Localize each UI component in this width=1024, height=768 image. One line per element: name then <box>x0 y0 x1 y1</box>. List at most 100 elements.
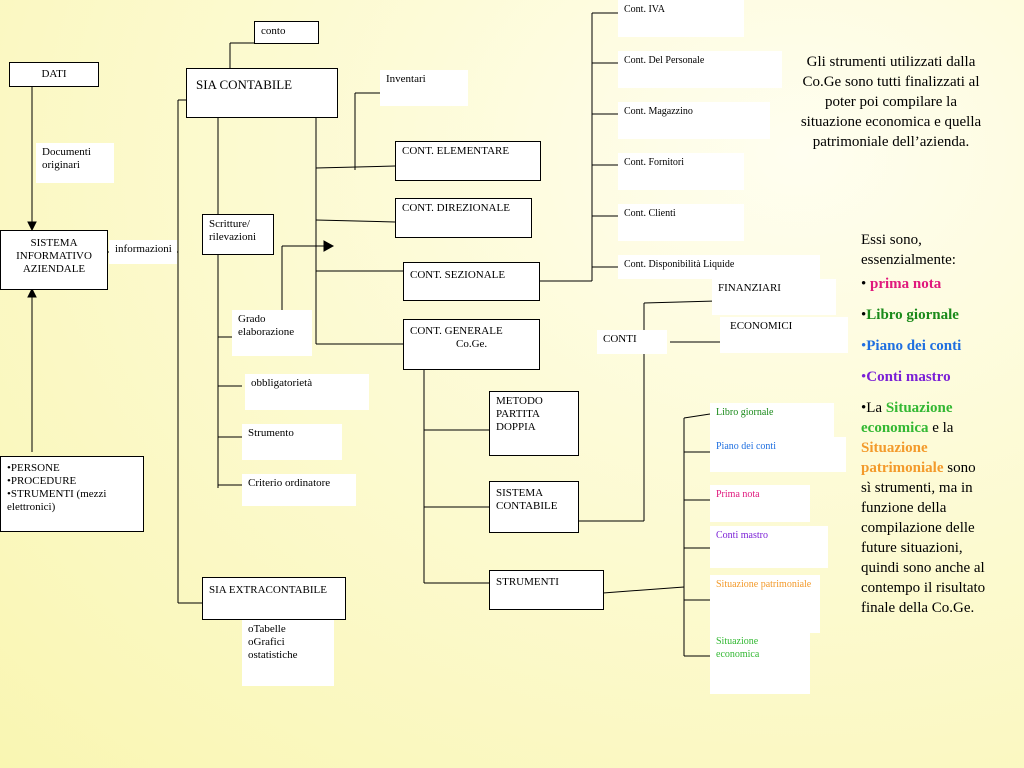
cont-iva-box: Cont. IVA <box>618 0 744 37</box>
conti-label: CONTI <box>603 333 637 345</box>
cont-fornitori-label: Cont. Fornitori <box>624 157 685 168</box>
list-item-libro-giornale: •Libro giornale <box>861 305 989 325</box>
informazioni-box: informazioni <box>109 240 177 264</box>
prima-nota-label: Prima nota <box>716 489 760 500</box>
list-item-piano-conti: •Piano dei conti <box>861 336 989 356</box>
grado-box: Grado elaborazione <box>232 310 312 356</box>
list-item-conti-mastro: •Conti mastro <box>861 367 989 387</box>
scritture-box: Scritture/ rilevazioni <box>202 214 274 255</box>
economici-label: ECONOMICI <box>730 320 793 332</box>
libro-giornale-label: Libro giornale <box>716 407 774 418</box>
informazioni-label: informazioni <box>115 243 172 255</box>
persone-procedure-box: •PERSONE •PROCEDURE •STRUMENTI (mezzi el… <box>0 456 144 532</box>
obbligatorieta-box: obbligatorietà <box>245 374 369 410</box>
situazioni-post: sono sì strumenti, ma in funzione della … <box>861 460 986 616</box>
conti-mastro-box: Conti mastro <box>710 526 828 568</box>
inventari-box: Inventari <box>380 70 468 106</box>
grado-label: Grado elaborazione <box>238 313 295 338</box>
cont-disponibilita-box: Cont. Disponibilità Liquide <box>618 255 820 279</box>
procedure-item: •PROCEDURE <box>7 475 77 487</box>
persone-item: •PERSONE <box>7 462 60 474</box>
bullet: • <box>861 338 867 354</box>
documenti-label: Documenti originari <box>42 146 91 171</box>
cont-direzionale-box: CONT. DIREZIONALE <box>395 198 532 238</box>
piano-conti-label: Piano dei conti <box>716 441 776 452</box>
cont-sezionale-label: CONT. SEZIONALE <box>410 269 506 281</box>
sia-contabile-box: SIA CONTABILE <box>186 68 338 118</box>
situazione-economica-box: Situazione economica <box>710 632 810 694</box>
conti-mastro-label: Conti mastro <box>716 530 768 541</box>
intro-paragraph-text: Gli strumenti utilizzati dalla Co.Ge son… <box>800 54 982 150</box>
piano-conti-text: Piano dei conti <box>866 338 962 354</box>
sistema-informativo-label: SISTEMA INFORMATIVO AZIENDALE <box>16 237 92 275</box>
situazione-patrimoniale-label: Situazione patrimoniale <box>716 579 812 590</box>
conti-mastro-text: Conti mastro <box>866 369 951 385</box>
sistema-contabile-box: SISTEMA CONTABILE <box>489 481 579 533</box>
conto-box: conto <box>254 21 319 44</box>
conti-box: CONTI <box>597 330 667 354</box>
piano-conti-box: Piano dei conti <box>710 437 846 472</box>
libro-giornale-text: Libro giornale <box>866 307 959 323</box>
cont-personale-label: Cont. Del Personale <box>624 55 705 66</box>
finanziari-box: FINANZIARI <box>712 279 836 315</box>
list-panel: Essi sono, essenzialmente: • prima nota … <box>861 230 989 618</box>
statistiche-item: ostatistiche <box>248 649 298 661</box>
metodo-box: METODO PARTITA DOPPIA <box>489 391 579 456</box>
economici-box: ECONOMICI <box>720 317 848 353</box>
cont-disponibilita-label: Cont. Disponibilità Liquide <box>624 259 735 270</box>
strumento-box: Strumento <box>242 424 342 460</box>
prima-nota-text: prima nota <box>870 276 942 292</box>
criterio-label: Criterio ordinatore <box>248 477 331 489</box>
scritture-label: Scritture/ rilevazioni <box>209 218 257 243</box>
situazioni-mid: e la <box>928 420 954 436</box>
sia-contabile-label: SIA CONTABILE <box>196 77 293 92</box>
situazione-economica-label: Situazione economica <box>716 636 760 660</box>
strumenti-box-label: STRUMENTI <box>496 576 559 588</box>
cont-elementare-label: CONT. ELEMENTARE <box>402 145 510 157</box>
cont-direzionale-label: CONT. DIREZIONALE <box>402 202 510 214</box>
conto-label: conto <box>261 25 286 37</box>
dati-label: DATI <box>41 68 67 80</box>
bullet: • <box>861 276 871 292</box>
cont-generale-label: CONT. GENERALE <box>410 325 503 337</box>
cont-magazzino-label: Cont. Magazzino <box>624 106 693 117</box>
finanziari-label: FINANZIARI <box>718 282 781 294</box>
libro-giornale-box: Libro giornale <box>710 403 834 437</box>
cont-personale-box: Cont. Del Personale <box>618 51 782 88</box>
bullet: • <box>861 369 867 385</box>
sistema-contabile-label: SISTEMA CONTABILE <box>496 487 558 512</box>
situazioni-pre: •La <box>861 400 886 416</box>
strumenti-item: •STRUMENTI (mezzi elettronici) <box>7 488 107 513</box>
metodo-label: METODO PARTITA DOPPIA <box>496 395 543 433</box>
tabelle-item: oTabelle <box>248 623 286 635</box>
cont-magazzino-box: Cont. Magazzino <box>618 102 770 139</box>
tabelle-box: oTabelle oGrafici ostatistiche <box>242 620 334 686</box>
sistema-informativo-box: SISTEMA INFORMATIVO AZIENDALE <box>0 230 108 290</box>
situazione-patrimoniale-box: Situazione patrimoniale <box>710 575 820 633</box>
cont-elementare-box: CONT. ELEMENTARE <box>395 141 541 181</box>
cont-generale-box: CONT. GENERALE Co.Ge. <box>403 319 540 370</box>
documenti-box: Documenti originari <box>36 143 114 183</box>
grafici-item: oGrafici <box>248 636 285 648</box>
sia-extracontabile-box: SIA EXTRACONTABILE <box>202 577 346 620</box>
cont-iva-label: Cont. IVA <box>624 4 665 15</box>
coge-label: Co.Ge. <box>456 338 488 350</box>
cont-clienti-label: Cont. Clienti <box>624 208 676 219</box>
strumento-label: Strumento <box>248 427 294 439</box>
cont-fornitori-box: Cont. Fornitori <box>618 153 744 190</box>
obbligatorieta-label: obbligatorietà <box>251 377 313 389</box>
list-item-situazioni: •La Situazione economica e la Situazione… <box>861 398 989 618</box>
situazione-economica-text: Situazione economica <box>861 400 953 436</box>
sia-extracontabile-label: SIA EXTRACONTABILE <box>209 584 327 596</box>
list-intro: Essi sono, essenzialmente: <box>861 232 956 268</box>
dati-box: DATI <box>9 62 99 87</box>
prima-nota-box: Prima nota <box>710 485 810 522</box>
strumenti-box: STRUMENTI <box>489 570 604 610</box>
cont-clienti-box: Cont. Clienti <box>618 204 744 241</box>
list-item-prima-nota: • prima nota <box>861 274 989 294</box>
situazione-patrimoniale-text: Situazione patrimoniale <box>861 440 944 476</box>
intro-paragraph: Gli strumenti utilizzati dalla Co.Ge son… <box>800 52 982 152</box>
cont-sezionale-box: CONT. SEZIONALE <box>403 262 540 301</box>
bullet: • <box>861 307 867 323</box>
